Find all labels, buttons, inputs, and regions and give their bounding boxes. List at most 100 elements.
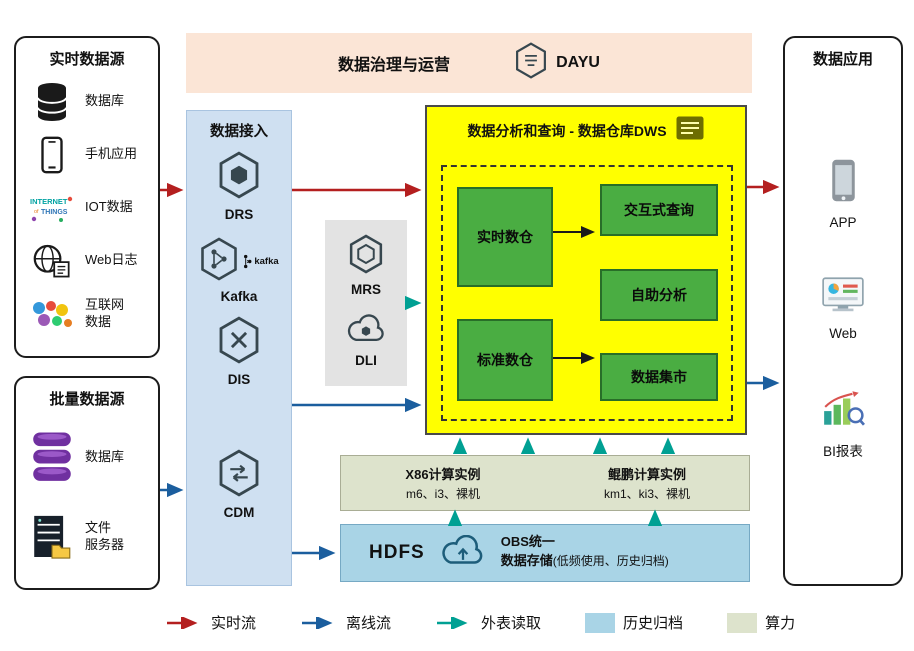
service-dis: DIS: [187, 316, 291, 387]
legend-swatch-compute-power: [727, 612, 758, 633]
service-label: DRS: [224, 207, 254, 222]
web-monitor-icon: [820, 276, 866, 319]
obs-line2: 数据存储: [500, 553, 553, 569]
service-kafka: kafka Kafka: [187, 237, 291, 304]
hdfs-label: HDFS: [369, 542, 425, 563]
obs-note: (低频使用、历史归档): [552, 554, 669, 569]
dws-title: 数据分析和查询 - 数据仓库DWS: [467, 122, 667, 139]
list-item-label: 文件 服务器: [85, 520, 125, 552]
dws-panel: 数据分析和查询 - 数据仓库DWS 实时数仓 标准数仓 交互式查询 自助分析 数…: [425, 105, 747, 435]
applications-title: 数据应用: [812, 51, 873, 68]
realtime-sources-title: 实时数据源: [49, 51, 125, 68]
app-phone-icon: [830, 158, 857, 208]
list-item-internet-data: 互联网 数据: [16, 287, 158, 340]
app-item-bi-report: BI报表: [785, 390, 901, 460]
app-item-web: Web: [785, 276, 901, 341]
bi-report-icon: [821, 390, 865, 433]
dws-report-icon: [675, 115, 705, 146]
service-mrs: MRS: [325, 234, 407, 297]
legend-swatch-history-archive: [585, 612, 616, 633]
legend: 实时流 离线流 外表读取 历史归档 算力: [165, 612, 795, 633]
dis-hexagon-icon: [217, 316, 261, 369]
x86-title: X86计算实例: [405, 467, 481, 482]
list-item-mobile-app: 手机应用: [16, 128, 158, 181]
database-purple-icon: [28, 431, 76, 483]
governance-banner: 数据治理与运营 DAYU: [186, 33, 752, 93]
legend-item-compute-power: 算力: [727, 612, 795, 633]
service-label: CDM: [223, 505, 255, 520]
legend-arrow-teal: [437, 616, 468, 629]
list-item-label: Web日志: [85, 252, 138, 268]
cdm-hexagon-icon: [217, 449, 261, 502]
database-icon: [28, 81, 76, 123]
list-item-database: 数据库: [16, 75, 158, 128]
self-service-analysis-label: 自助分析: [631, 287, 687, 303]
service-drs: DRS: [187, 151, 291, 222]
kunpeng-compute: 鲲鹏计算实例 km1、ki3、裸机: [545, 456, 749, 510]
batch-sources-panel: 批量数据源 数据库 文件 服务器: [14, 376, 160, 590]
legend-label: 外表读取: [481, 615, 542, 632]
legend-label: 离线流: [346, 615, 392, 632]
service-label: DIS: [227, 372, 251, 387]
web-log-icon: [28, 243, 76, 279]
legend-item-history-archive: 历史归档: [585, 612, 683, 633]
dayu-label: DAYU: [556, 54, 600, 71]
dayu-product: DAYU: [514, 42, 600, 84]
data-mart-label: 数据集市: [631, 369, 687, 385]
list-item-web-log: Web日志: [16, 234, 158, 287]
ingestion-title: 数据接入: [210, 124, 268, 140]
legend-item-external-read: 外表读取: [435, 612, 541, 633]
list-item-label: 手机应用: [85, 146, 138, 162]
compute-instances-panel: X86计算实例 m6、i3、裸机 鲲鹏计算实例 km1、ki3、裸机: [340, 455, 750, 511]
processing-panel: MRS DLI: [325, 220, 407, 386]
ingestion-panel: 数据接入 DRS kafka Kafka DIS: [186, 110, 292, 586]
kafka-logo: kafka: [243, 254, 279, 269]
batch-sources-title: 批量数据源: [49, 391, 125, 408]
legend-item-realtime-flow: 实时流: [165, 612, 256, 633]
app-item-app: APP: [785, 158, 901, 230]
list-item-label: 数据库: [85, 448, 125, 464]
x86-models: m6、i3、裸机: [405, 487, 480, 501]
obs-cloud-icon: [439, 534, 487, 572]
self-service-analysis-box: 自助分析: [600, 269, 718, 321]
svg-text:of: of: [34, 209, 39, 215]
dayu-hexagon-icon: [514, 42, 548, 84]
realtime-warehouse-box: 实时数仓: [457, 187, 553, 287]
dws-inner-dashed-area: [441, 165, 733, 421]
dli-cloud-icon: [344, 314, 388, 350]
svg-text:THINGS: THINGS: [41, 209, 68, 216]
svg-text:INTERNET: INTERNET: [30, 197, 68, 206]
service-dli: DLI: [325, 314, 407, 368]
kunpeng-title: 鲲鹏计算实例: [607, 467, 686, 482]
list-item-label: IOT数据: [85, 199, 133, 215]
obs-line1: OBS统一: [500, 534, 555, 550]
standard-warehouse-box: 标准数仓: [457, 319, 553, 401]
kafka-hexagon-icon: [199, 237, 239, 286]
legend-arrow-red: [167, 616, 198, 629]
applications-panel: 数据应用 APP Web BI报表: [783, 36, 903, 586]
mrs-hexagon-icon: [348, 234, 384, 279]
list-item-label: 互联网 数据: [85, 296, 125, 329]
realtime-warehouse-label: 实时数仓: [477, 229, 533, 245]
legend-arrow-blue: [302, 616, 333, 629]
interactive-query-label: 交互式查询: [624, 202, 694, 218]
service-label: DLI: [355, 353, 377, 368]
standard-warehouse-label: 标准数仓: [477, 352, 533, 368]
obs-storage-text: OBS统一 数据存储(低频使用、历史归档): [501, 534, 669, 572]
storage-panel: HDFS OBS统一 数据存储(低频使用、历史归档): [340, 524, 750, 582]
dws-header: 数据分析和查询 - 数据仓库DWS: [427, 115, 745, 146]
legend-label: 实时流: [211, 615, 257, 632]
list-item-batch-database: 数据库: [16, 417, 158, 497]
app-item-label: BI报表: [823, 444, 863, 459]
drs-hexagon-icon: [217, 151, 261, 204]
governance-title: 数据治理与运营: [338, 57, 451, 74]
legend-item-offline-flow: 离线流: [300, 612, 391, 633]
service-label: Kafka: [220, 289, 258, 304]
interactive-query-box: 交互式查询: [600, 184, 718, 236]
list-item-label: 数据库: [85, 93, 125, 109]
legend-label: 算力: [765, 615, 796, 632]
